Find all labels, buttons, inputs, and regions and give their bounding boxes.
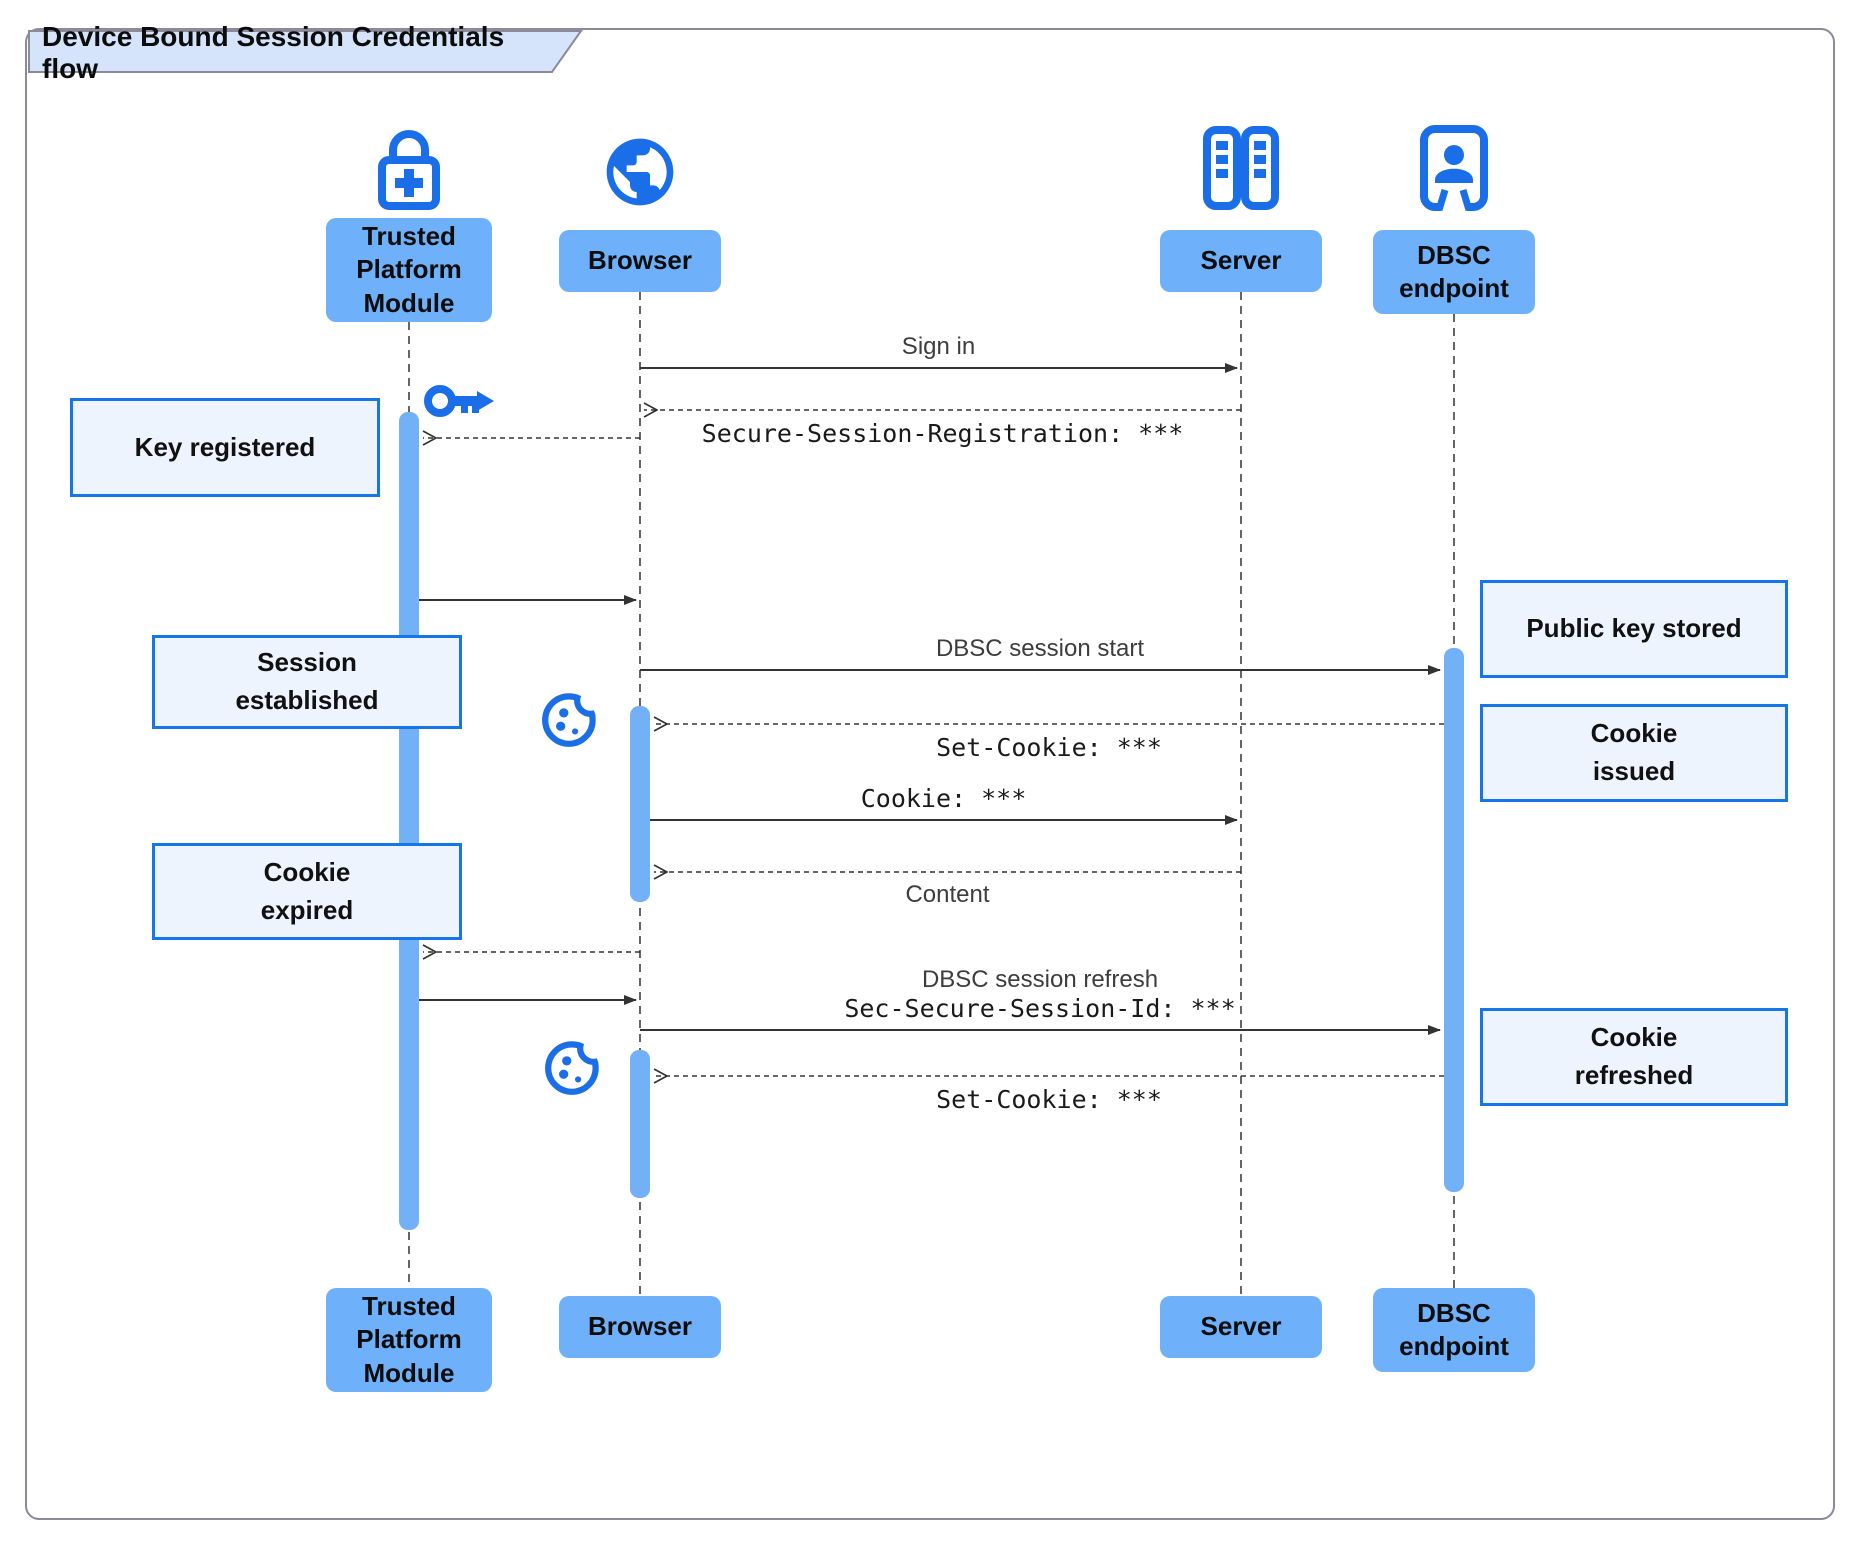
- note-text-line: Cookie: [1590, 718, 1678, 749]
- note-key-registered: Key registered: [70, 398, 380, 497]
- note-text-line: Key registered: [134, 431, 316, 462]
- message-label: Sign in: [902, 333, 975, 361]
- actor-label-line: Platform: [356, 1324, 462, 1355]
- actor-label-line: DBSC: [1417, 239, 1491, 270]
- message-label-line: Secure-Session-Registration: ***: [701, 419, 1184, 448]
- participant-bottom-label-browser: Browser: [559, 1296, 721, 1358]
- arrows-group: [419, 363, 1444, 1076]
- globe-icon: [600, 132, 680, 212]
- message-label-line: Cookie: ***: [860, 784, 1027, 813]
- cookie-icon: [539, 685, 605, 751]
- actor-label-line: Platform: [356, 254, 462, 285]
- message-label-line: DBSC session start: [935, 635, 1145, 662]
- actor-label-line: Trusted: [362, 1291, 456, 1322]
- cookie-icon: [542, 1033, 608, 1099]
- note-cookie-refreshed: Cookie refreshed: [1480, 1008, 1788, 1106]
- actor-label-line: endpoint: [1399, 1331, 1509, 1361]
- note-session-established: Session established: [152, 635, 462, 729]
- message-label: Set-Cookie: ***: [936, 733, 1162, 762]
- note-text-line: established: [235, 685, 379, 715]
- message-label-line: Sign in: [901, 333, 976, 360]
- actor-label-line: Server: [1200, 245, 1282, 276]
- note-text-line: Cookie: [1590, 1022, 1678, 1053]
- participant-top-label-browser: Browser: [559, 230, 721, 292]
- note-text-line: issued: [1592, 756, 1676, 786]
- actor-label-line: DBSC: [1417, 1297, 1491, 1328]
- key-icon: [422, 376, 500, 426]
- actor-label-line: Browser: [587, 1311, 693, 1342]
- note-text-line: expired: [260, 894, 354, 925]
- note-cookie-issued: Cookie issued: [1480, 704, 1788, 802]
- participant-top-label-server: Server: [1160, 230, 1322, 292]
- message-label: Content: [905, 881, 989, 909]
- activations-group: [399, 412, 1464, 1230]
- title-tab: [28, 30, 583, 73]
- actor-label-line: Module: [363, 1357, 455, 1388]
- message-label-line: Sec-Secure-Session-Id: ***: [844, 994, 1236, 1023]
- server-racks-icon: [1193, 124, 1289, 212]
- lock-plus-icon: [369, 124, 449, 212]
- message-label: Cookie: ***: [861, 784, 1027, 813]
- actor-label-line: endpoint: [1399, 273, 1509, 303]
- dbsc-endpoint-icon: [1414, 124, 1494, 212]
- message-label: Secure-Session-Registration: ***: [702, 419, 1184, 448]
- note-text-line: Public key stored: [1526, 613, 1742, 644]
- note-cookie-expired: Cookie expired: [152, 843, 462, 940]
- message-label-line: Set-Cookie: ***: [936, 733, 1162, 762]
- message-label: Set-Cookie: ***: [936, 1085, 1162, 1114]
- diagram-title: Device Bound Session Credentials flow: [42, 21, 505, 84]
- actor-label-line: Module: [363, 287, 455, 318]
- actor-label-line: Server: [1200, 1311, 1282, 1342]
- note-text-line: refreshed: [1574, 1060, 1694, 1090]
- message-label: DBSC session start: [936, 635, 1144, 663]
- message-label-line: Content: [905, 881, 990, 908]
- message-label-line: DBSC session refresh: [921, 966, 1159, 993]
- message-label-line: Set-Cookie: ***: [936, 1085, 1162, 1114]
- actor-label-line: Trusted: [362, 221, 456, 252]
- actor-label-line: Browser: [587, 245, 693, 276]
- participant-bottom-label-server: Server: [1160, 1296, 1322, 1358]
- note-text-line: Session: [257, 647, 357, 678]
- note-public-key-stored: Public key stored: [1480, 580, 1788, 678]
- note-text-line: Cookie: [263, 856, 351, 887]
